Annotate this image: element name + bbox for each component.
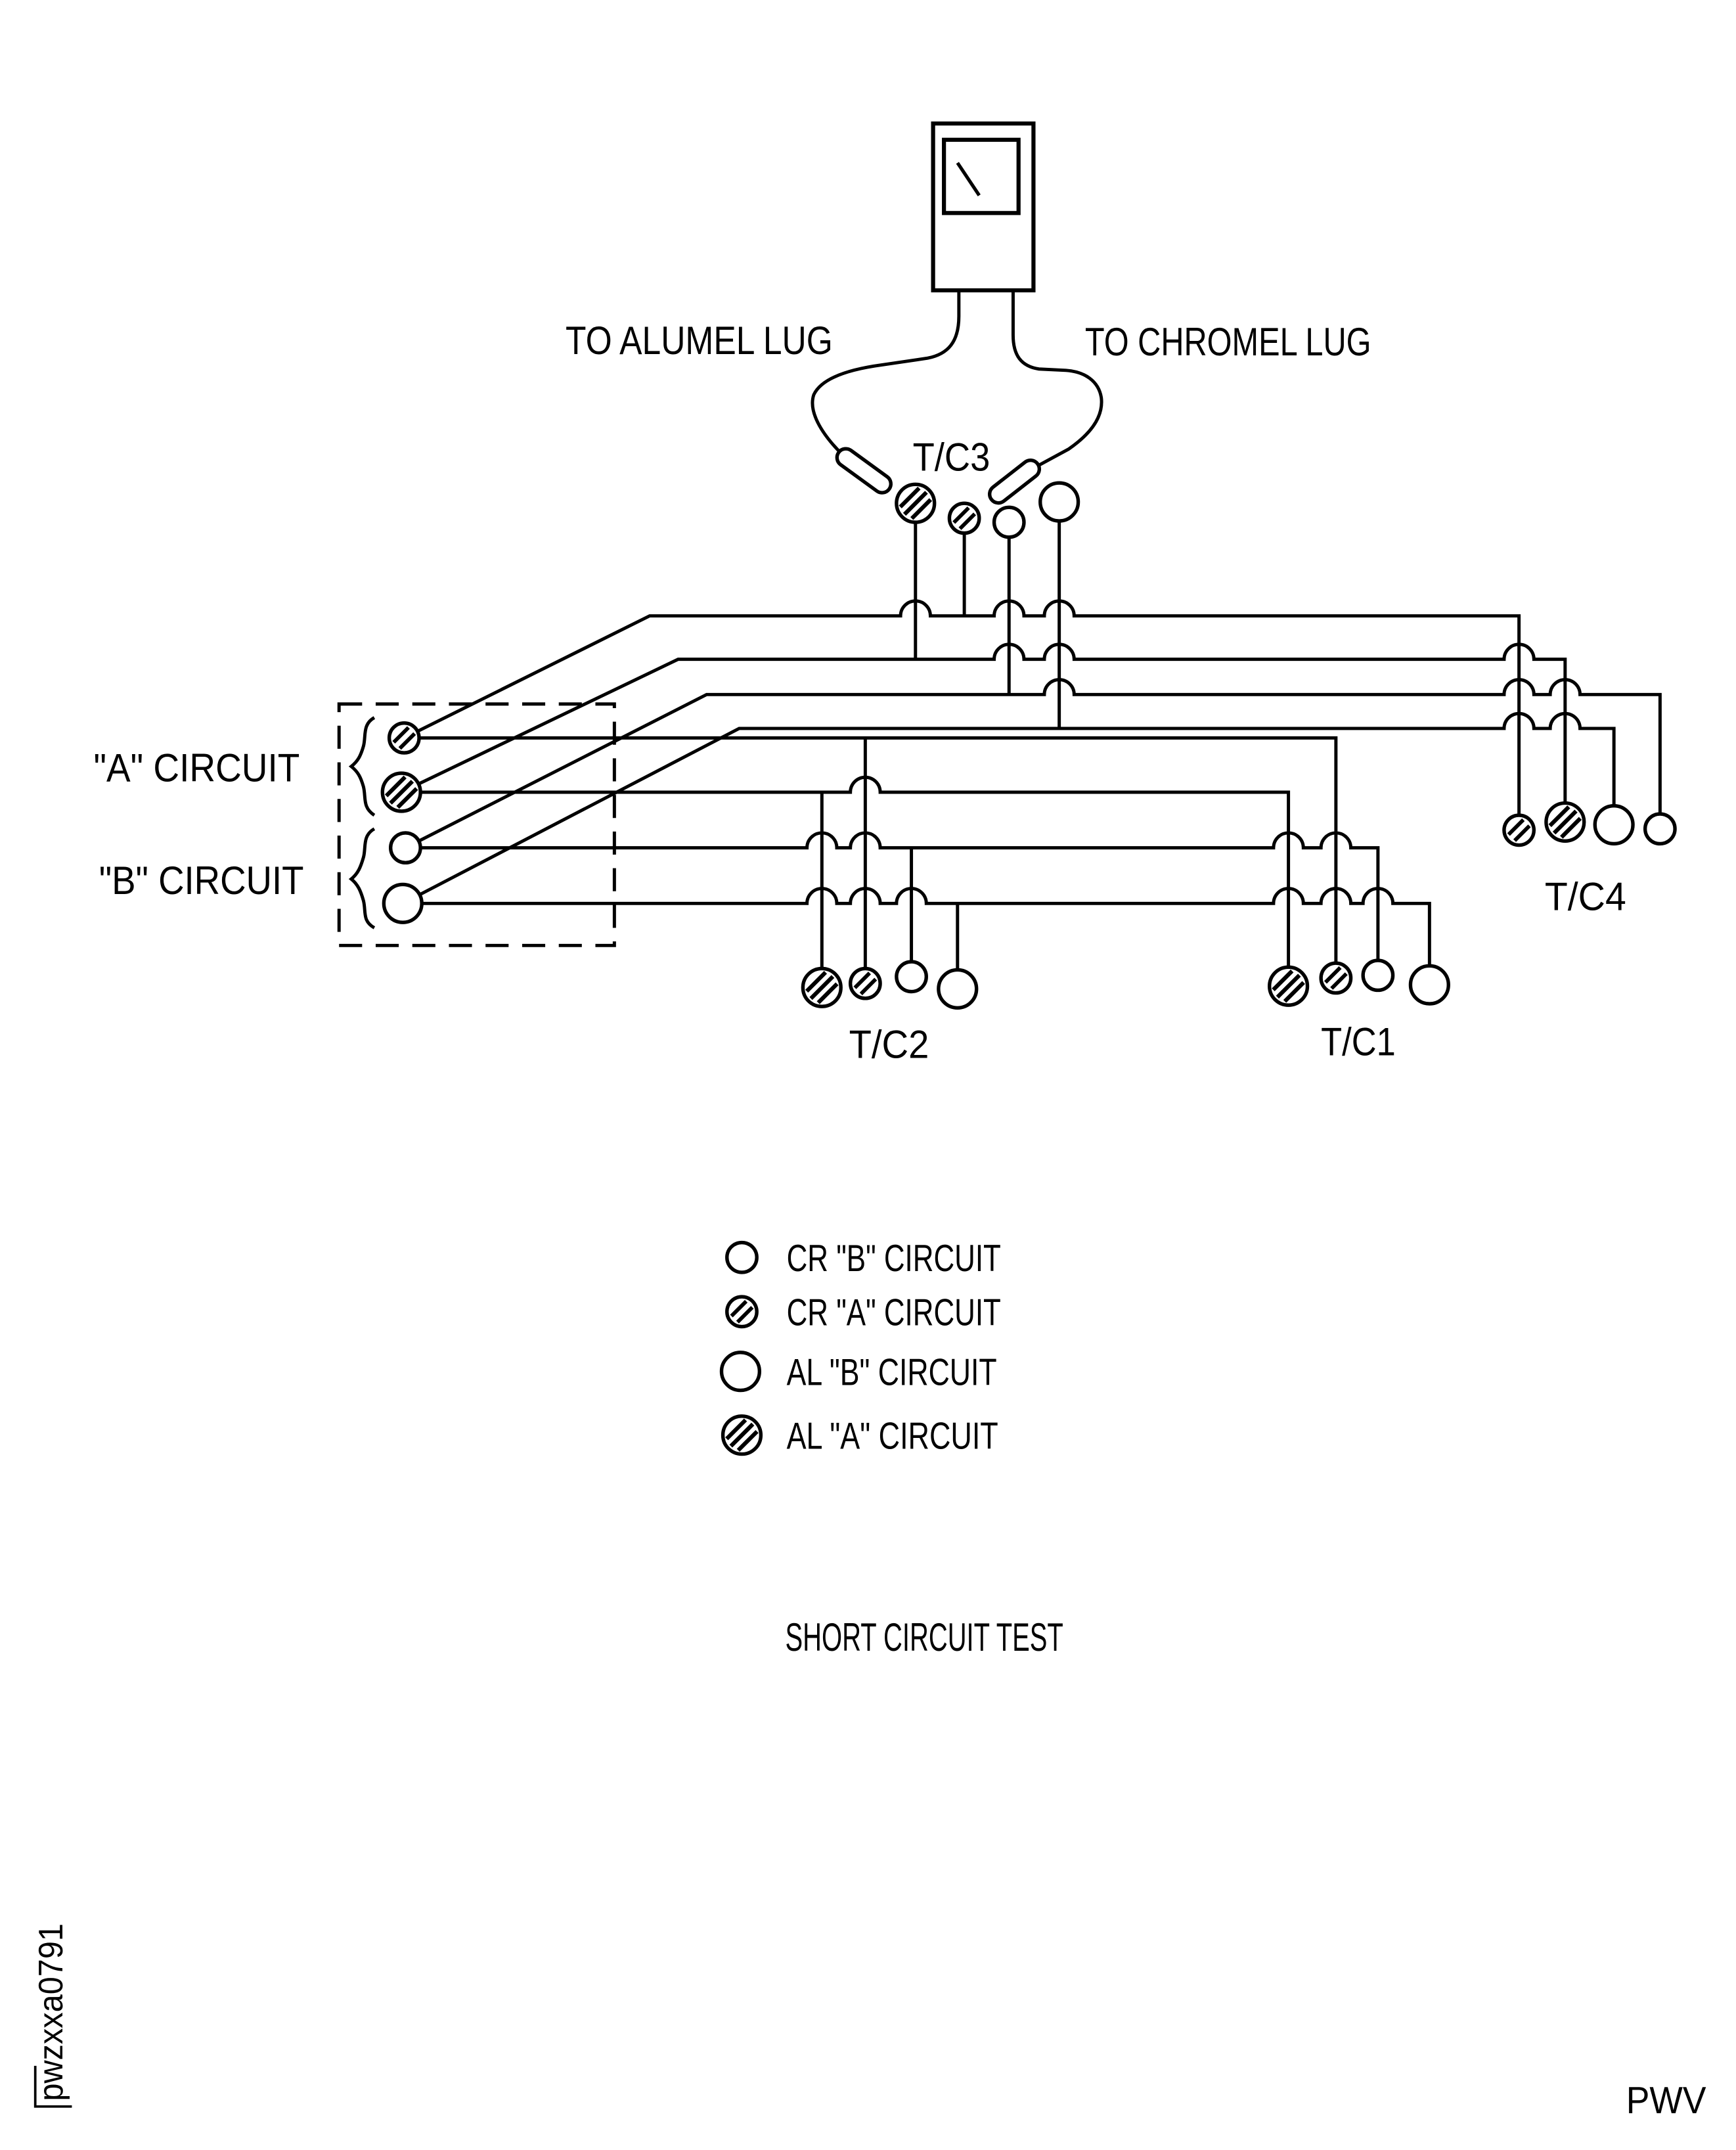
tc3-terminal-al-b-icon bbox=[1040, 483, 1079, 521]
box-terminal-cr-a-icon bbox=[389, 723, 419, 753]
doc-code-label: pwzxxa0791 bbox=[32, 1923, 70, 2101]
tc2-terminal-cr-b-icon bbox=[897, 962, 926, 991]
b-circuit-brace-icon bbox=[348, 827, 376, 929]
tc3-label: T/C3 bbox=[913, 436, 990, 480]
tc1-terminal-al-a-icon bbox=[1270, 967, 1308, 1005]
bus-cr-b-lower bbox=[405, 831, 1380, 975]
circuit-box bbox=[337, 702, 616, 947]
tc2-terminal-cr-a-icon bbox=[851, 968, 880, 998]
legend-item-label: CR "B" CIRCUIT bbox=[787, 1238, 1001, 1280]
bus-al-b-upper bbox=[402, 711, 1616, 905]
tc4-terminal-al-b-icon bbox=[1595, 806, 1633, 844]
meter-needle-icon bbox=[956, 162, 981, 196]
bus-al-a-upper bbox=[401, 642, 1567, 822]
bus-cr-a-upper bbox=[403, 599, 1521, 830]
tc3-terminal-al-a-icon bbox=[897, 484, 935, 522]
tc1-label: T/C1 bbox=[1321, 1020, 1396, 1064]
tc2-terminal-al-b-icon bbox=[939, 970, 977, 1008]
wiring bbox=[401, 290, 1662, 989]
bus-cr-a-lower bbox=[404, 736, 1338, 978]
corner-bracket-icon bbox=[33, 2065, 72, 2108]
to-chromel-lug-label: TO CHROMEL LUG bbox=[1085, 320, 1371, 364]
tc1-terminal-cr-b-icon bbox=[1363, 960, 1392, 990]
chromel-lug bbox=[987, 458, 1042, 505]
alumel-lug bbox=[835, 447, 893, 495]
tc2-terminal-al-a-icon bbox=[803, 968, 841, 1006]
tc3-terminal-cr-b-icon bbox=[994, 507, 1024, 537]
tc1-terminal-cr-a-icon bbox=[1321, 963, 1350, 993]
bus-al-a-lower bbox=[401, 775, 1291, 987]
a-circuit-label: "A" CIRCUIT bbox=[93, 746, 300, 790]
legend: CR "B" CIRCUIT CR "A" CIRCUIT AL "B" CIR… bbox=[721, 1238, 1001, 1457]
lugs bbox=[835, 447, 1042, 505]
tc2-label: T/C2 bbox=[849, 1023, 929, 1067]
tc4-terminal-cr-a-icon bbox=[1504, 815, 1534, 845]
tc3-terminal-cr-a-icon bbox=[949, 503, 979, 533]
legend-small-hatched-circle-icon bbox=[727, 1297, 757, 1326]
bus-al-b-lower bbox=[403, 887, 1431, 985]
a-circuit-brace-icon bbox=[348, 716, 376, 817]
b-circuit-label: "B" CIRCUIT bbox=[99, 859, 304, 903]
legend-item-label: AL "A" CIRCUIT bbox=[787, 1415, 998, 1457]
tc4-terminal-cr-b-icon bbox=[1645, 814, 1675, 843]
tc1-terminal-al-b-icon bbox=[1410, 966, 1448, 1004]
box-terminal-al-b-icon bbox=[384, 884, 422, 922]
terminals bbox=[382, 483, 1675, 1008]
legend-item-label: CR "A" CIRCUIT bbox=[787, 1291, 1001, 1333]
to-alumel-lug-label: TO ALUMEL LUG bbox=[566, 319, 833, 363]
legend-item-label: AL "B" CIRCUIT bbox=[787, 1351, 997, 1393]
diagram-title: SHORT CIRCUIT TEST bbox=[786, 1615, 1063, 1659]
box-terminal-cr-b-icon bbox=[391, 833, 420, 862]
legend-small-open-circle-icon bbox=[727, 1243, 757, 1272]
meter-display bbox=[942, 137, 1021, 215]
meter-lead-alumel bbox=[811, 290, 961, 486]
legend-large-open-circle-icon bbox=[721, 1353, 759, 1391]
box-terminal-al-a-icon bbox=[382, 773, 420, 811]
page-code-label: PWV bbox=[1626, 2080, 1706, 2122]
bus-cr-b-upper bbox=[405, 678, 1662, 849]
tc4-label: T/C4 bbox=[1545, 875, 1626, 919]
meter bbox=[931, 121, 1036, 293]
tc4-terminal-al-a-icon bbox=[1546, 803, 1584, 841]
meter-lead-chromel bbox=[1000, 290, 1103, 495]
legend-large-hatched-circle-icon bbox=[723, 1416, 761, 1454]
